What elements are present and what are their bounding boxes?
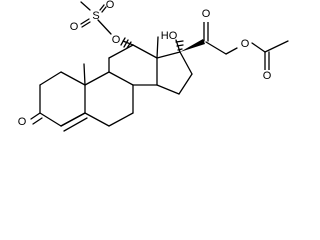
ring-a-double-bond xyxy=(60,112,88,132)
c17-hydroxyl: HO xyxy=(161,30,184,53)
c13-methyl xyxy=(156,36,159,59)
steroid-structure-diagram: O O S O O HO xyxy=(15,0,289,132)
sulfonyl-oxygen-left-label: O xyxy=(70,21,79,33)
c3-ketone-oxygen-label: O xyxy=(18,116,27,128)
ring-d xyxy=(156,51,193,95)
c10-methyl xyxy=(83,63,86,86)
acetyl-oxygen-label: O xyxy=(263,70,272,82)
c3-ketone: O xyxy=(15,112,43,129)
c17-side-chain: O O O xyxy=(180,8,289,83)
sulfonyl-oxygen-top-label: O xyxy=(106,0,115,11)
mesylate-oxygen-label: O xyxy=(112,34,121,46)
c11-mesylate: O S O O xyxy=(70,0,134,49)
ring-a xyxy=(39,71,86,127)
sulfur-label: S xyxy=(92,10,99,22)
hydroxyl-label: HO xyxy=(161,30,178,42)
ring-b xyxy=(84,71,134,127)
ester-oxygen-label: O xyxy=(241,38,250,50)
ketone-oxygen-side-label: O xyxy=(202,8,211,20)
ring-c xyxy=(108,44,158,86)
